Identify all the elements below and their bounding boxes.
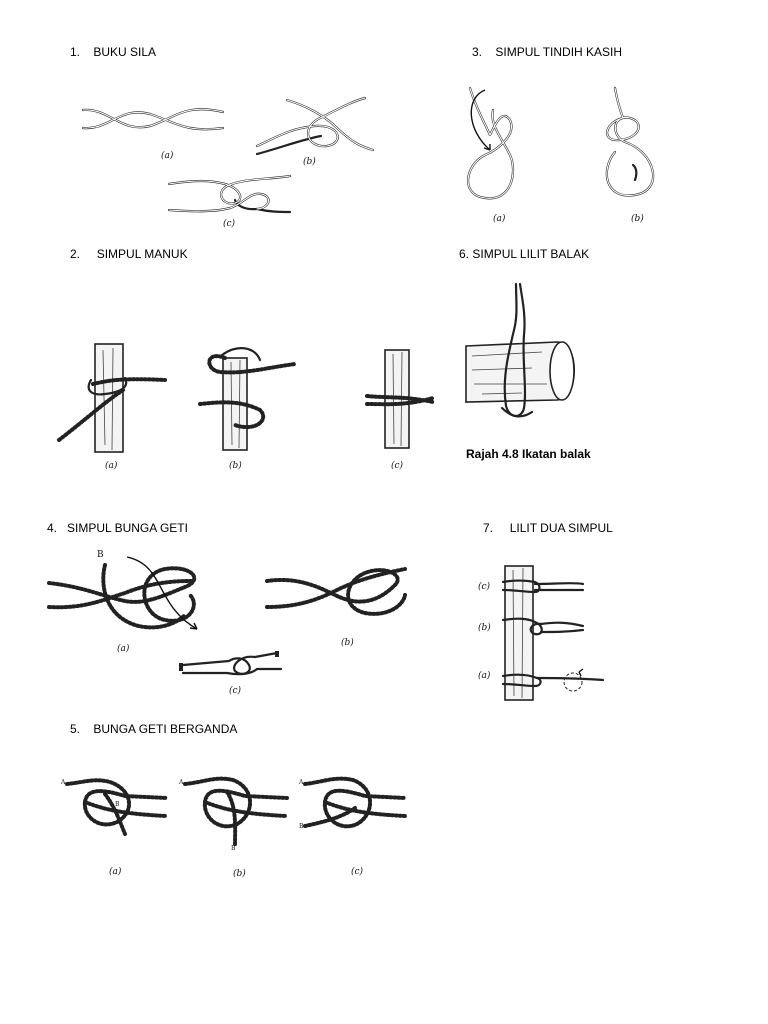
section-title: SIMPUL TINDIH KASIH xyxy=(495,45,623,59)
end-label-b: B xyxy=(97,550,104,560)
section-number: 1. xyxy=(70,45,81,59)
section-number: 7. xyxy=(483,521,494,535)
end-label-a: A xyxy=(178,779,184,786)
section-number: 6. xyxy=(459,247,470,261)
end-label-b: B xyxy=(115,801,120,808)
section-title: BUKU SILA xyxy=(93,45,157,59)
section-title: SIMPUL LILIT BALAK xyxy=(472,247,590,261)
section-number: 5. xyxy=(70,722,81,736)
section-number: 3. xyxy=(472,45,483,59)
knot-diagram-a: B xyxy=(47,550,198,630)
caption: (b) xyxy=(631,213,644,224)
caption: (c) xyxy=(351,866,364,877)
section-number: 2. xyxy=(70,247,81,261)
heading-bunga-geti-berganda: 5. BUNGA GETI BERGANDA xyxy=(70,722,237,736)
section-title: SIMPUL BUNGA GETI xyxy=(67,521,188,535)
knot-diagram-a xyxy=(57,343,167,453)
knot-diagram-b xyxy=(255,96,375,156)
figure-bunga-geti-berganda: A B (a) A B (b) A B (c) xyxy=(55,762,415,887)
caption: (a) xyxy=(105,460,118,471)
knot-diagram-b xyxy=(198,347,297,451)
section-number: 4. xyxy=(47,521,58,535)
log-diagram xyxy=(465,282,575,418)
caption: (b) xyxy=(229,460,242,471)
heading-simpul-lilit-balak: 6. SIMPUL LILIT BALAK xyxy=(459,247,589,261)
figure-simpul-lilit-balak: Rajah 4.8 Ikatan balak xyxy=(462,280,612,465)
caption: (a) xyxy=(117,643,130,654)
caption: (a) xyxy=(493,213,506,224)
caption: (c) xyxy=(391,460,404,471)
figure-lilit-dua-simpul: (c) (b) (a) xyxy=(475,560,615,705)
knot-diagram xyxy=(501,565,605,701)
figure-simpul-manuk: (a) (b) (c) xyxy=(55,340,445,475)
caption: (c) xyxy=(478,581,491,592)
knot-diagram-c: A B xyxy=(298,776,407,830)
knot-diagram-a xyxy=(467,86,514,200)
caption: (c) xyxy=(223,218,236,229)
knot-diagram-a: A B xyxy=(60,778,169,836)
knot-diagram-b: A B xyxy=(178,776,289,852)
figure-caption: Rajah 4.8 Ikatan balak xyxy=(466,447,591,461)
caption: (b) xyxy=(341,637,354,648)
end-label-a: A xyxy=(60,779,66,786)
caption: (c) xyxy=(229,685,242,696)
knot-diagram-b xyxy=(605,86,655,197)
caption: (b) xyxy=(478,622,491,633)
caption: (b) xyxy=(233,868,246,879)
heading-simpul-manuk: 2. SIMPUL MANUK xyxy=(70,247,188,261)
section-title: SIMPUL MANUK xyxy=(96,247,188,261)
section-title: BUNGA GETI BERGANDA xyxy=(93,722,238,736)
knot-diagram-a xyxy=(81,108,225,131)
end-label-b: B xyxy=(299,823,304,830)
heading-buku-sila: 1. BUKU SILA xyxy=(70,45,156,59)
caption: (b) xyxy=(303,156,316,167)
end-label-a: A xyxy=(298,779,304,786)
figure-simpul-bunga-geti: B (a) (b) (c) xyxy=(45,545,435,705)
knot-diagram-c xyxy=(167,174,292,214)
section-title: LILIT DUA SIMPUL xyxy=(509,521,613,535)
heading-simpul-bunga-geti: 4. SIMPUL BUNGA GETI xyxy=(47,521,188,535)
figure-simpul-tindih-kasih: (a) (b) xyxy=(455,80,685,230)
knot-diagram-c xyxy=(365,349,435,449)
end-label-b: B xyxy=(231,845,236,852)
heading-lilit-dua-simpul: 7. LILIT DUA SIMPUL xyxy=(483,521,613,535)
knot-diagram-b xyxy=(265,567,407,616)
heading-simpul-tindih-kasih: 3. SIMPUL TINDIH KASIH xyxy=(472,45,622,59)
caption: (a) xyxy=(478,670,491,681)
knot-diagram-c xyxy=(179,651,283,676)
figure-buku-sila: (a) (b) (c) xyxy=(75,88,385,233)
caption: (a) xyxy=(109,866,122,877)
caption: (a) xyxy=(161,150,174,161)
